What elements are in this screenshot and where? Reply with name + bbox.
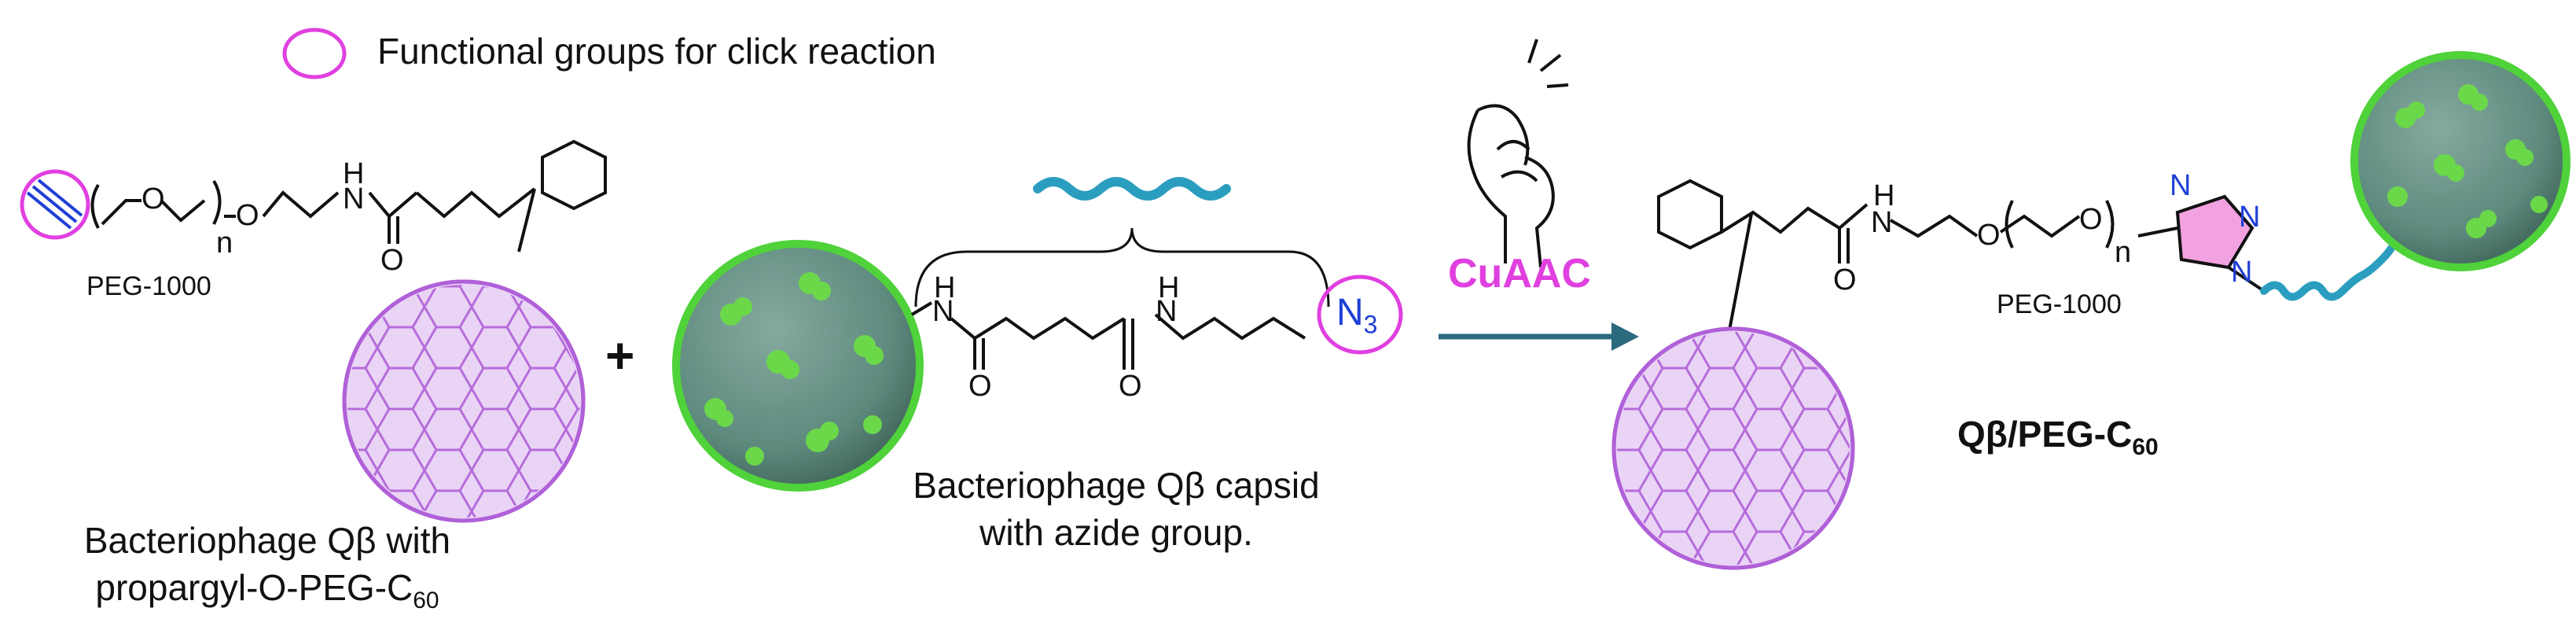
r2-atom-n1: N [932,295,954,328]
triazole-n3: N [2231,256,2253,289]
r2-atom-o2: O [1119,370,1142,403]
fullerene-c60-left [342,279,586,523]
azide-highlight [1317,274,1403,355]
curly-brace [914,227,1330,308]
p-atom-n: N [1871,206,1893,239]
reagent2-caption-line2: with azide group. [979,512,1253,553]
alkyne-highlight [20,169,90,240]
reagent1-caption-line2: propargyl-O-PEG-C60 [95,567,439,614]
legend-highlight-circle [282,28,347,79]
r2-atom-h2: H [1158,271,1180,304]
reagent1-structure [26,139,607,252]
p-atom-n-subscript: n [2115,236,2132,269]
capsid-left [672,240,924,492]
atom-o2: O [236,199,259,232]
p-atom-h: H [1873,179,1895,212]
linker-wave-top [1033,177,1231,201]
atom-n-subscript: n [216,227,233,260]
product-name: Qβ/PEG-C60 [1957,414,2159,461]
r2-atom-h1: H [934,271,956,304]
reagent2-structure [910,301,1306,370]
plus-sign: + [605,327,635,384]
atom-o1: O [141,182,165,216]
p-atom-o1: O [1977,219,2001,252]
triazole-ring [2137,194,2265,293]
peg-label-left: PEG-1000 [86,271,211,301]
atom-carbonyl-o: O [380,244,404,277]
triazole-n2: N [2239,201,2261,234]
product-structure [1657,179,2115,331]
p-atom-o2: O [2079,203,2103,236]
atom-nh-h: H [343,157,365,190]
triazole-n1: N [2170,169,2192,202]
atom-nh-n: N [343,182,365,216]
peg-label-right: PEG-1000 [1997,289,2122,319]
legend-text: Functional groups for click reaction [377,31,936,72]
r2-atom-n2: N [1156,295,1178,328]
reagent1-caption-line1: Bacteriophage Qβ with [83,520,451,561]
linker-wave-product [2260,232,2401,301]
r2-atom-o1: O [968,370,992,403]
cuaac-label: CuAAC [1448,251,1591,297]
reagent2-caption-line1: Bacteriophage Qβ capsid [913,465,1320,506]
azide-label: N3 [1336,292,1378,339]
fullerene-c60-right [1611,326,1855,570]
snap-hand-icon [1467,39,1569,268]
reaction-arrow [1439,322,1639,351]
p-atom-carbonyl-o: O [1833,263,1857,297]
capsid-right [2350,51,2570,271]
